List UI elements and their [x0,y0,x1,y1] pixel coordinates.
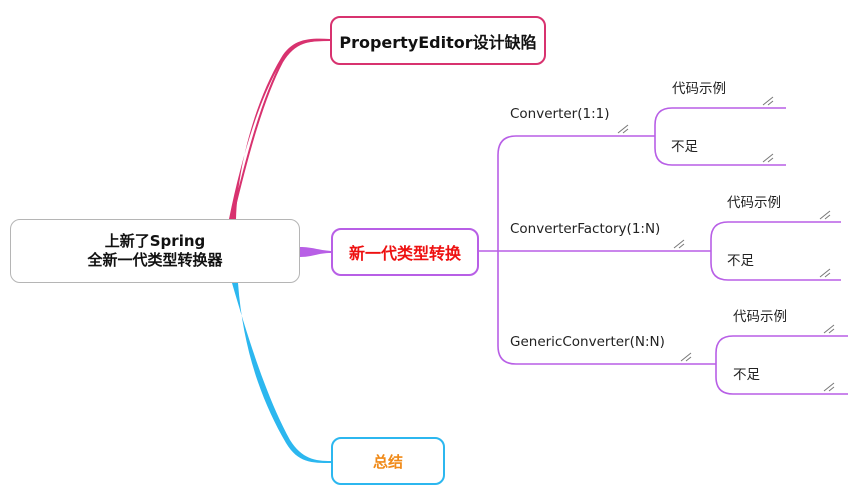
topic-generic-converter[interactable]: GenericConverter(N:N) [510,334,665,350]
root-topic[interactable]: 上新了Spring 全新一代类型转换器 [10,219,300,283]
topic-converter-factory[interactable]: ConverterFactory(1:N) [510,221,661,237]
topic-label: 总结 [372,452,403,471]
topic-label: 新一代类型转换 [348,244,461,263]
topic-property-editor[interactable]: PropertyEditor设计缺陷 [330,16,546,65]
subtopic-shortcoming[interactable]: 不足 [733,367,760,383]
subtopic-code-example[interactable]: 代码示例 [672,81,726,97]
subtopic-code-example[interactable]: 代码示例 [733,309,787,325]
root-title-line2: 全新一代类型转换器 [87,251,223,269]
topic-new-type-conversion[interactable]: 新一代类型转换 [331,228,479,276]
subtopic-shortcoming[interactable]: 不足 [671,139,698,155]
subtopic-code-example[interactable]: 代码示例 [727,195,781,211]
root-title-line1: 上新了Spring [104,232,206,250]
topic-converter[interactable]: Converter(1:1) [510,106,610,122]
topic-label: PropertyEditor设计缺陷 [339,32,537,52]
subtopic-shortcoming[interactable]: 不足 [727,253,754,269]
topic-summary[interactable]: 总结 [331,437,445,485]
